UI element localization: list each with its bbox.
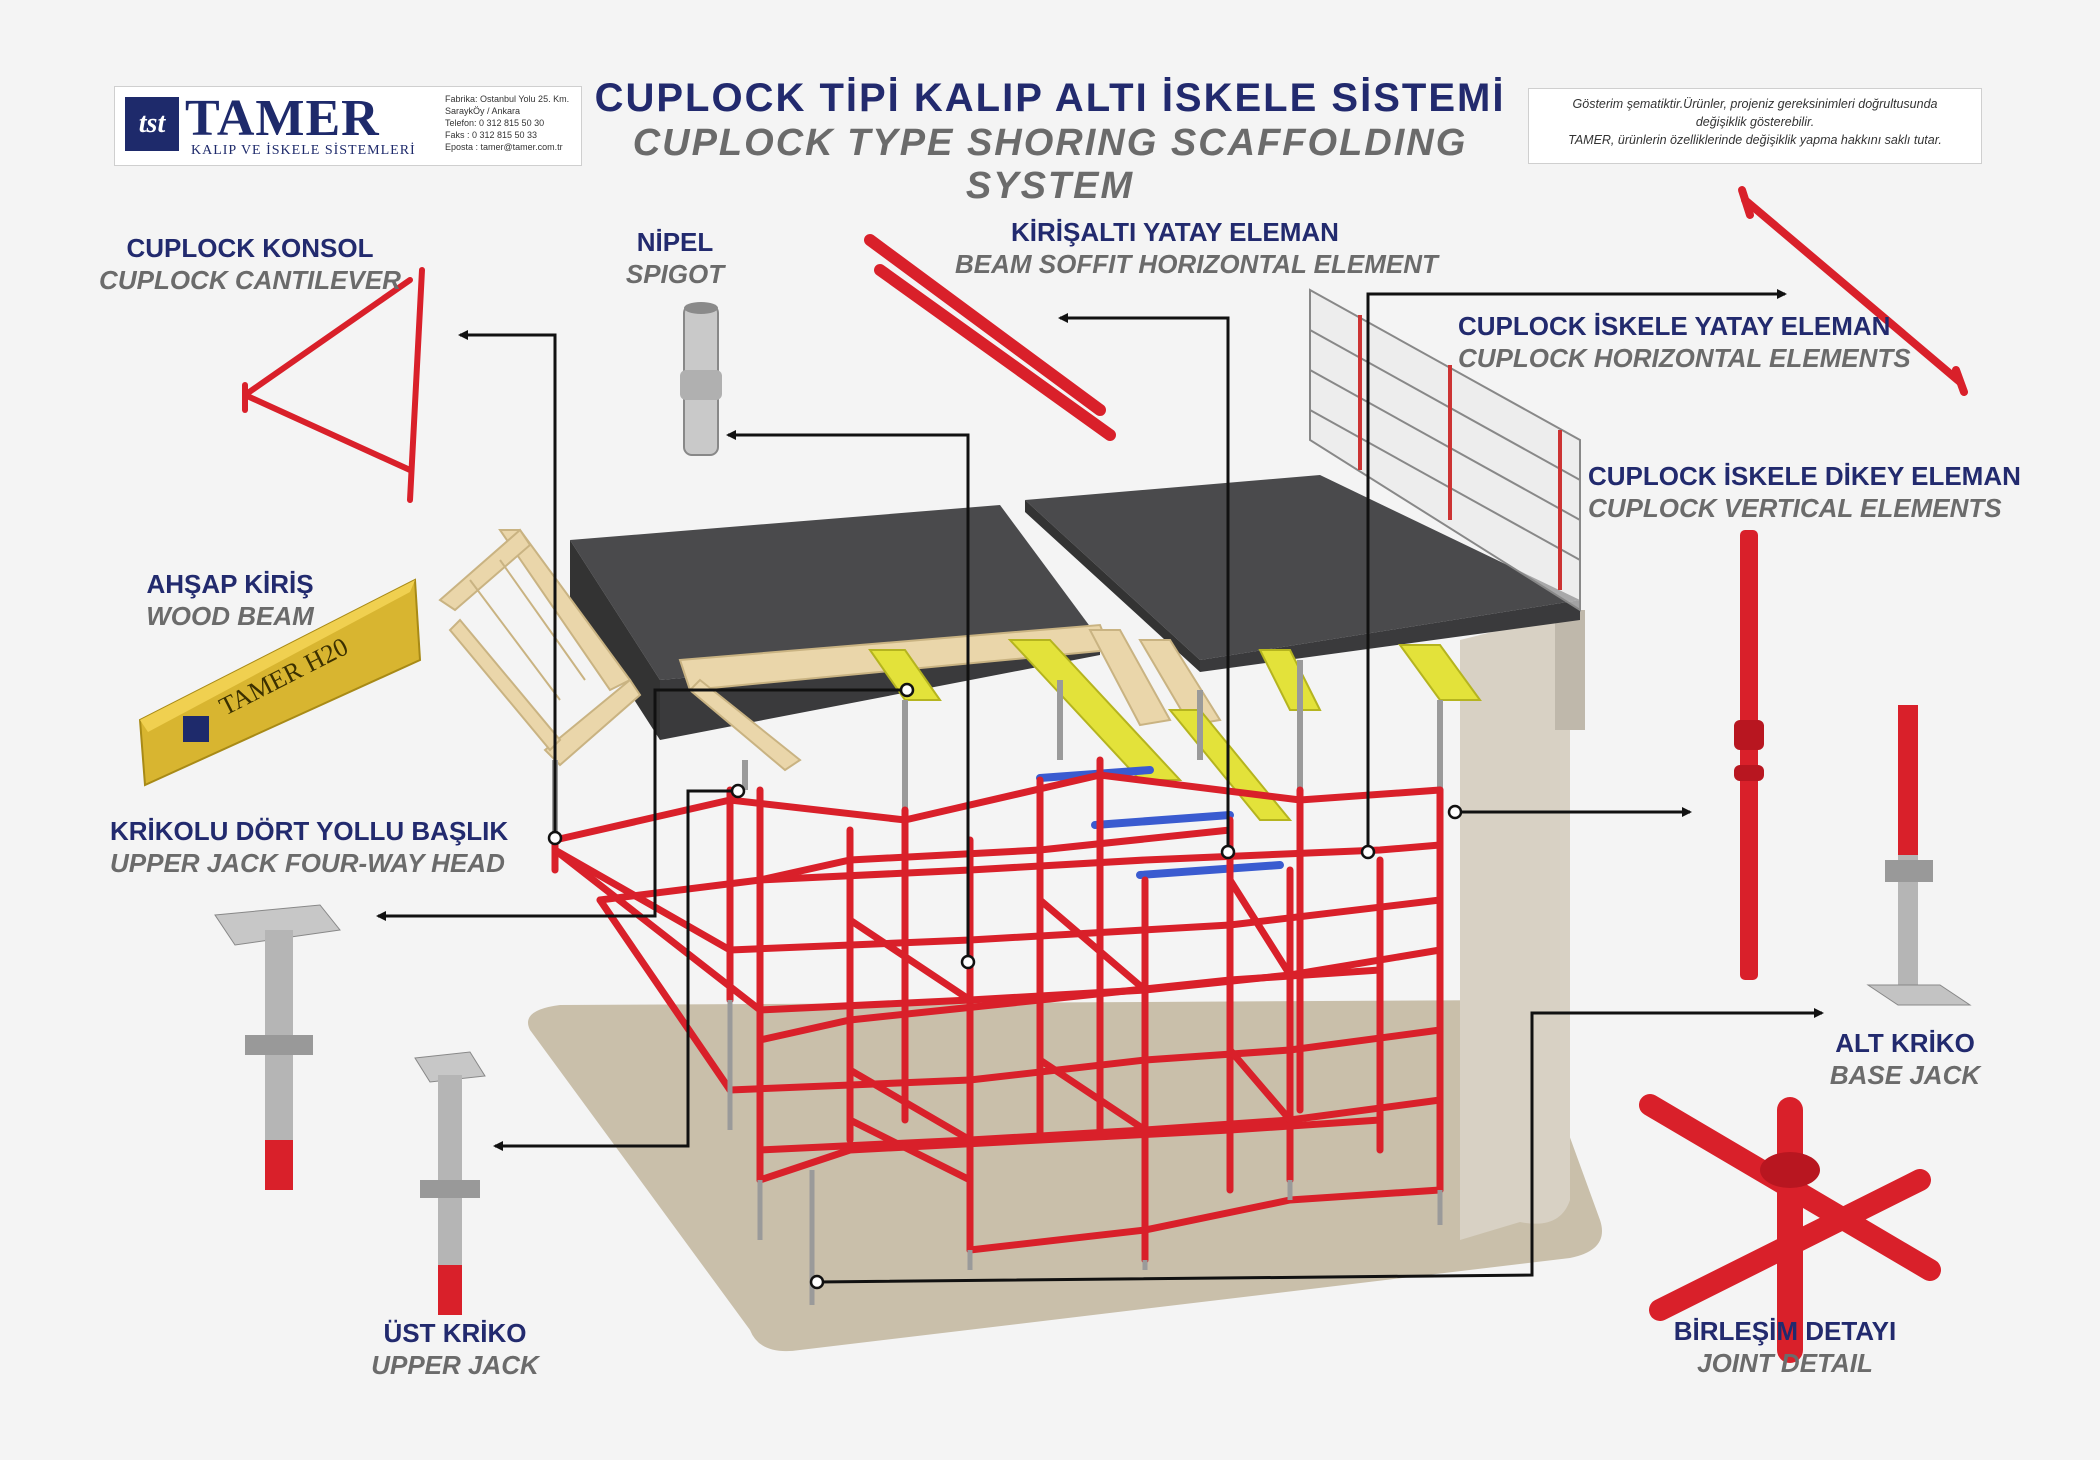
contact-line: Eposta : tamer@tamer.com.tr (445, 142, 563, 152)
label-beam-soffit-element: KİRİŞALTI YATAY ELEMAN BEAM SOFFIT HORIZ… (955, 216, 1438, 280)
label-tr: ÜST KRİKO (383, 1318, 527, 1348)
wood-beam-icon (138, 578, 422, 787)
logo-contact: Fabrika: Ostanbul Yolu 25. Km. SaraykÖy … (445, 93, 569, 153)
base-jack-icon (1866, 705, 1972, 1006)
logo-subtitle: KALIP VE İSKELE SİSTEMLERİ (191, 143, 416, 158)
label-tr: AHŞAP KİRİŞ (146, 569, 314, 599)
label-tr: KİRİŞALTI YATAY ELEMAN (1011, 217, 1339, 247)
disclaimer-line: TAMER, ürünlerin özelliklerinde değişikl… (1568, 133, 1942, 147)
label-upper-jack: ÜST KRİKO UPPER JACK (355, 1317, 555, 1381)
page-title-en: CUPLOCK TYPE SHORING SCAFFOLDING SYSTEM (632, 122, 1468, 207)
label-vertical-elements: CUPLOCK İSKELE DİKEY ELEMAN CUPLOCK VERT… (1588, 460, 2021, 524)
label-tr: NİPEL (636, 227, 714, 257)
page-title-tr: CUPLOCK TİPİ KALIP ALTI İSKELE SİSTEMİ (594, 76, 1506, 120)
guard-rail (1309, 288, 1581, 612)
label-en: BASE JACK (1829, 1060, 1981, 1090)
leader-dots (547, 682, 1463, 1290)
label-tr: CUPLOCK İSKELE YATAY ELEMAN (1458, 311, 1891, 341)
wall-side (1555, 610, 1585, 730)
label-base-jack: ALT KRİKO BASE JACK (1805, 1027, 2005, 1091)
cantilever-icon (242, 267, 425, 503)
disclaimer-line: değişiklik gösterebilir. (1695, 115, 1815, 129)
leader-lines (376, 289, 1824, 1284)
company-logo-box: tst TAMER KALIP VE İSKELE SİSTEMLERİ Fab… (114, 86, 582, 166)
label-wood-beam: AHŞAP KİRİŞ WOOD BEAM (110, 568, 350, 632)
red-scaffold (551, 756, 1444, 1264)
spigot-icon (680, 302, 722, 456)
horizontal-element-icon (1738, 186, 1968, 396)
label-tr: CUPLOCK KONSOL (126, 233, 374, 263)
label-tr: CUPLOCK İSKELE DİKEY ELEMAN (1588, 461, 2021, 491)
label-spigot: NİPEL SPIGOT (600, 226, 750, 290)
contact-line: SaraykÖy / Ankara (445, 106, 521, 116)
label-en: WOOD BEAM (146, 601, 314, 631)
upper-jack-icon (414, 1051, 486, 1315)
label-tr: KRİKOLU DÖRT YOLLU BAŞLIK (110, 816, 509, 846)
label-upper-jack-four-way-head: KRİKOLU DÖRT YOLLU BAŞLIK UPPER JACK FOU… (110, 815, 509, 879)
label-en: CUPLOCK CANTILEVER (99, 265, 401, 295)
right-slab-front (1200, 600, 1580, 672)
label-en: UPPER JACK (371, 1350, 539, 1380)
wood-beam-logo (183, 716, 209, 742)
logo-mark: tst (125, 97, 179, 151)
disclaimer-line: Gösterim şematiktir.Ürünler, projeniz ge… (1572, 97, 1938, 111)
concrete-wall (1460, 620, 1570, 1240)
label-en: BEAM SOFFIT HORIZONTAL ELEMENT (955, 249, 1438, 279)
wood-formwork (438, 528, 1222, 772)
label-cuplock-cantilever: CUPLOCK KONSOL CUPLOCK CANTILEVER (90, 232, 410, 296)
contact-line: Faks : 0 312 815 50 33 (445, 130, 538, 140)
joint-detail-icon (1639, 1094, 1941, 1363)
logo-name: TAMER (185, 90, 380, 147)
contact-line: Telefon: 0 312 815 50 30 (445, 118, 545, 128)
label-en: CUPLOCK VERTICAL ELEMENTS (1588, 493, 2002, 523)
label-horizontal-elements: CUPLOCK İSKELE YATAY ELEMAN CUPLOCK HORI… (1458, 310, 1911, 374)
label-tr: ALT KRİKO (1835, 1028, 1975, 1058)
label-en: UPPER JACK FOUR-WAY HEAD (110, 848, 505, 878)
contact-line: Fabrika: Ostanbul Yolu 25. Km. (445, 94, 570, 104)
right-slab-edge (1025, 500, 1200, 672)
label-joint-detail: BİRLEŞİM DETAYI JOINT DETAIL (1660, 1315, 1910, 1379)
beam-soffit-icon (864, 234, 1116, 441)
disclaimer-box: Gösterim şematiktir.Ürünler, projeniz ge… (1528, 88, 1982, 164)
label-en: CUPLOCK HORIZONTAL ELEMENTS (1458, 343, 1911, 373)
label-en: JOINT DETAIL (1697, 1348, 1873, 1378)
label-en: SPIGOT (625, 259, 725, 289)
four-way-head-icon (214, 904, 341, 1190)
right-slab (1025, 475, 1580, 660)
label-tr: BİRLEŞİM DETAYI (1673, 1316, 1897, 1346)
vertical-element-icon (1734, 530, 1764, 980)
